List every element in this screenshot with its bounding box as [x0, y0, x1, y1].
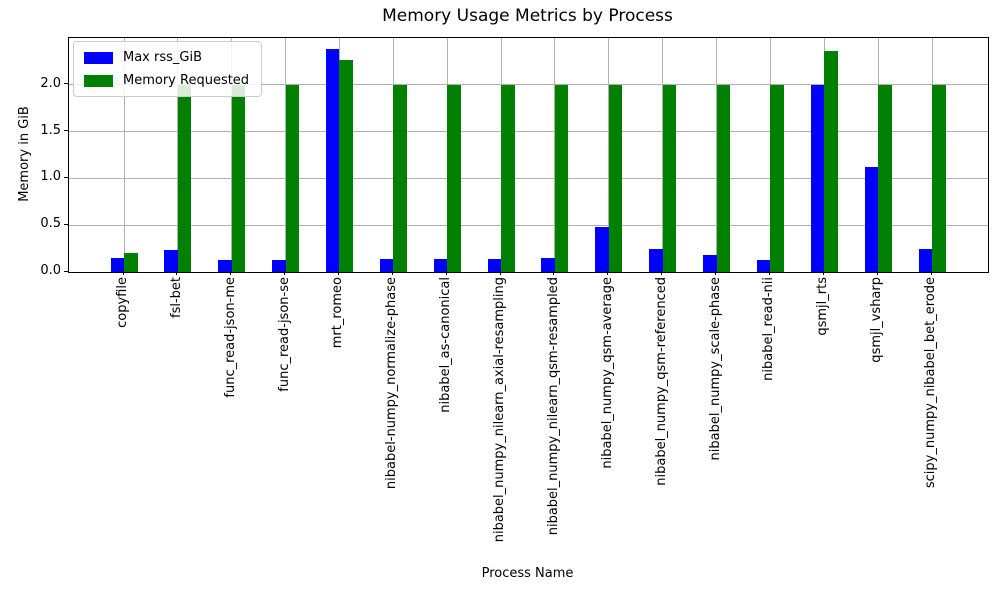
x-tick-mark: [607, 271, 609, 275]
x-tick-mark: [284, 271, 286, 275]
x-tick-mark: [122, 271, 124, 275]
chart-title: Memory Usage Metrics by Process: [382, 6, 673, 26]
x-tick-mark: [391, 271, 393, 275]
y-gridline: [69, 84, 988, 86]
y-tick-mark: [64, 176, 68, 178]
x-gridline: [123, 38, 125, 272]
x-tick-mark: [876, 271, 878, 275]
bar-max-rss: [541, 257, 555, 272]
bar-memory-requested: [662, 84, 677, 272]
x-tick-mark: [337, 271, 339, 275]
x-tick-label: scipy_numpy_nibabel_bet_erode: [923, 277, 939, 489]
bar-max-rss: [756, 259, 771, 272]
x-tick-label: fsl-bet: [168, 277, 184, 318]
bar-max-rss: [379, 258, 394, 272]
x-tick-mark: [930, 271, 932, 275]
bar-max-rss: [110, 257, 124, 272]
x-tick-mark: [661, 271, 663, 275]
x-tick-mark: [768, 271, 770, 275]
bar-max-rss: [487, 258, 502, 272]
bar-memory-requested: [608, 84, 623, 272]
x-tick-mark: [445, 271, 447, 275]
x-tick-label: mrt_romeo: [330, 277, 346, 349]
legend-swatch-max-rss: [84, 51, 113, 64]
x-tick-label: copyfile: [115, 277, 130, 328]
bar-max-rss: [703, 255, 717, 272]
bar-max-rss: [595, 227, 609, 272]
bar-memory-requested: [824, 51, 838, 272]
y-tick-mark: [64, 270, 68, 272]
x-tick-label: nibabel_numpy_qsm-average: [599, 277, 615, 469]
bar-max-rss: [649, 248, 663, 272]
bar-max-rss: [864, 167, 879, 272]
legend-label: Max rss_GiB: [123, 50, 203, 65]
x-tick-mark: [176, 271, 178, 275]
x-tick-label: func_read-json-se: [276, 277, 292, 392]
y-tick-mark: [64, 83, 68, 85]
x-tick-mark: [715, 271, 717, 275]
legend-swatch-memory-requested: [84, 74, 113, 87]
bar-memory-requested: [285, 84, 300, 272]
bar-memory-requested: [554, 84, 569, 272]
x-tick-label: nibabel_numpy_nilearn_qsm-resampled: [545, 277, 561, 536]
y-tick-label: 0.5: [40, 216, 61, 232]
bar-memory-requested: [177, 84, 192, 272]
bar-max-rss: [325, 49, 340, 272]
y-tick-label: 0.0: [40, 263, 61, 278]
bar-max-rss: [433, 258, 448, 272]
bar-memory-requested: [124, 253, 138, 272]
bar-max-rss: [272, 259, 286, 272]
bar-memory-requested: [231, 84, 246, 272]
x-tick-mark: [499, 271, 501, 275]
x-tick-mark: [230, 271, 232, 275]
y-tick-label: 1.5: [40, 122, 61, 138]
y-gridline: [69, 177, 988, 179]
bar-memory-requested: [339, 60, 353, 272]
y-tick-mark: [64, 130, 68, 132]
x-tick-label: nibabel_read-nii: [761, 277, 777, 381]
bar-memory-requested: [447, 84, 461, 272]
y-tick-mark: [64, 223, 68, 225]
bar-memory-requested: [716, 84, 731, 272]
bar-max-rss: [918, 248, 933, 272]
x-tick-label: nibabel_numpy_qsm-referenced: [653, 277, 669, 486]
bar-max-rss: [164, 249, 178, 272]
x-tick-label: nibabel_numpy_nilearn_axial-resampling: [492, 277, 508, 543]
x-tick-mark: [822, 271, 824, 275]
legend-entry: Memory Requested: [84, 73, 249, 88]
y-gridline: [69, 224, 988, 226]
bar-memory-requested: [770, 84, 784, 272]
legend-label: Memory Requested: [123, 73, 250, 88]
legend-entry: Max rss_GiB: [84, 50, 249, 65]
x-axis-label: Process Name: [481, 566, 574, 581]
legend: Max rss_GiB Memory Requested: [73, 41, 263, 97]
y-gridline: [69, 131, 988, 133]
bar-memory-requested: [878, 84, 892, 272]
x-tick-label: nibabel_numpy_scale-phase: [707, 277, 723, 461]
bar-memory-requested: [501, 84, 515, 272]
y-tick-label: 2.0: [40, 75, 61, 91]
bar-max-rss: [810, 84, 825, 272]
bar-memory-requested: [932, 84, 946, 272]
bar-max-rss: [218, 259, 232, 272]
x-tick-label: nibabel-numpy_normalize-phase: [384, 277, 400, 490]
y-tick-label: 1.0: [40, 169, 61, 185]
x-tick-label: func_read-json-me: [222, 277, 238, 398]
bar-memory-requested: [393, 84, 407, 272]
x-tick-label: qsmjl_vsharp: [869, 277, 885, 363]
x-tick-label: qsmjl_rts: [815, 277, 831, 336]
x-tick-mark: [553, 271, 555, 275]
x-tick-label: nibabel_as-canonical: [438, 277, 454, 413]
